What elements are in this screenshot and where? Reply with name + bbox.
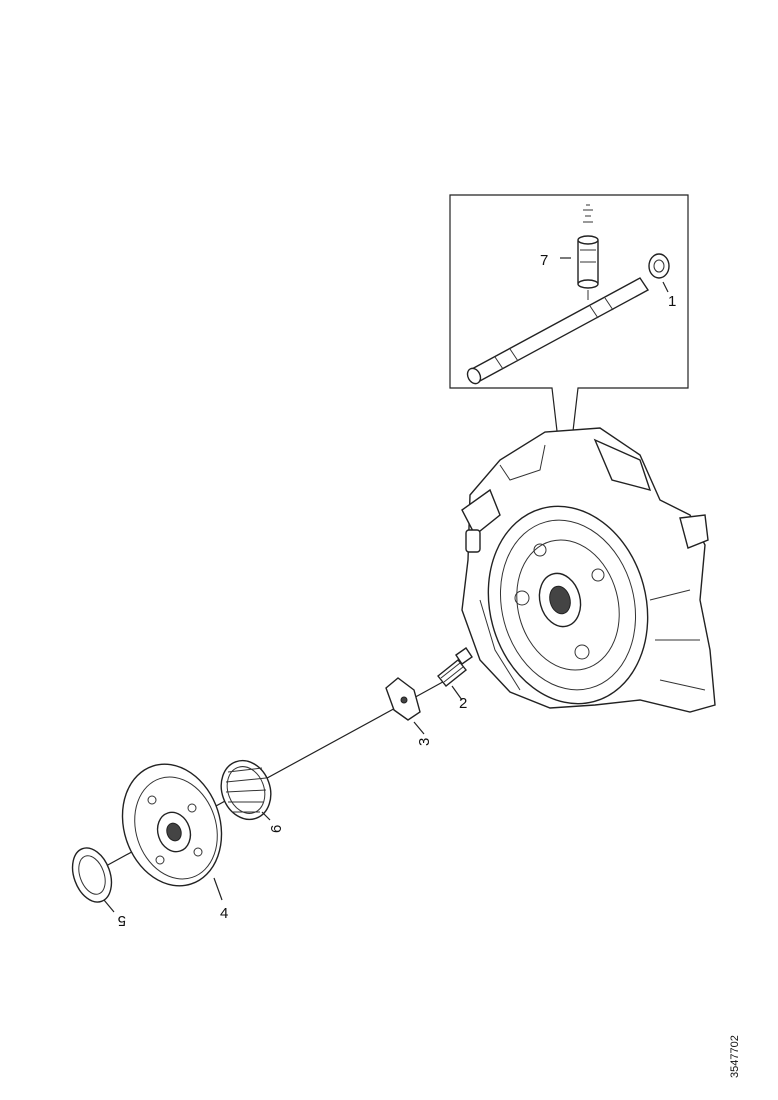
callout-3: 3: [416, 738, 433, 746]
callout-1: 1: [668, 293, 676, 310]
detail-inset: [449, 194, 689, 501]
bearing-ring-part-5: [71, 847, 113, 903]
stud-bolt-part-2: [437, 647, 473, 687]
pinion-gear-part-6: [220, 759, 272, 821]
callout-5: 5: [118, 912, 126, 929]
callout-7: 7: [540, 252, 548, 269]
shift-rod: [466, 277, 650, 385]
nut-part-1: [648, 253, 670, 279]
washer-part-3: [385, 677, 421, 721]
ring-gear-part-4: [121, 763, 223, 887]
document-id: 3547702: [729, 1035, 741, 1078]
callout-6: 6: [268, 825, 285, 833]
callout-4: 4: [220, 905, 228, 922]
sleeve-part-7: [577, 204, 599, 300]
transmission-housing: [461, 427, 716, 713]
callout-2: 2: [459, 695, 467, 712]
